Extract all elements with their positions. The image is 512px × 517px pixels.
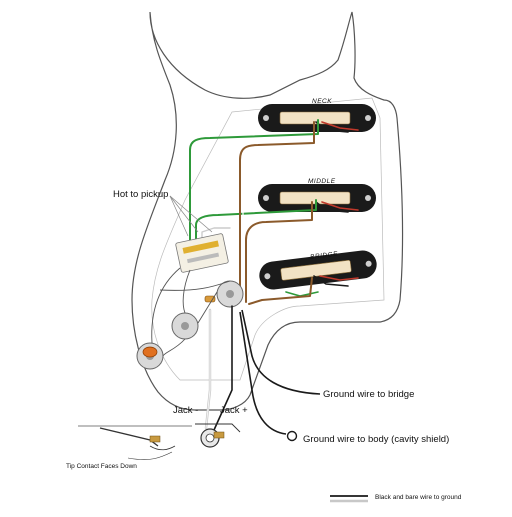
label-tip-contact: Tip Contact Faces Down [66,463,137,470]
tone-pot-1 [171,312,199,340]
pickup-middle [258,184,376,212]
five-way-switch [175,233,229,273]
ground-wire-body [239,311,298,442]
label-hot-to-pickup: Hot to pickup [113,189,169,200]
pickup-label-middle: MIDDLE [308,178,336,185]
ground-wire-bridge [241,309,321,395]
harness-wires [189,119,319,305]
treble-bleed [204,295,216,303]
pickup-label-neck: NECK [312,98,332,105]
jack-plate-sideview [78,425,192,451]
legend-ground-line [330,495,368,503]
label-pointers [127,451,173,460]
pot-wiring [151,267,231,357]
pickup-neck [258,104,376,132]
jack-wires [204,305,233,431]
volume-pot [216,280,244,308]
label-ground-bridge: Ground wire to bridge [323,389,415,400]
label-jack-plus: Jack + [220,405,248,416]
hot-to-pickup-pointers [169,195,213,237]
pickup-leads [285,121,359,297]
pickup-label-bridge: BRIDGE [310,251,339,261]
label-ground-body: Ground wire to body (cavity shield) [303,434,450,445]
output-jack [195,423,241,448]
legend-ground-text: Black and bare wire to ground [375,494,462,501]
tone-capacitor [142,346,158,358]
label-jack-minus: Jack - [173,405,199,416]
